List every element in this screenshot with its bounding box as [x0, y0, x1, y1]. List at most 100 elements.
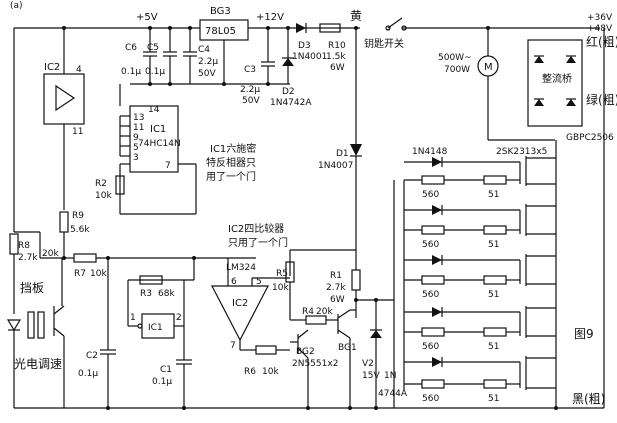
d2-part: 1N4742A: [270, 98, 312, 108]
label-red: 红(粗): [586, 34, 617, 49]
d2-name: D2: [282, 87, 295, 97]
ic2-note-2: 只用了一个门: [228, 236, 288, 249]
ic1-pin13: 13: [133, 113, 144, 123]
zener-d2: [282, 28, 294, 84]
diode-d3: [296, 23, 307, 33]
key-switch: [385, 17, 407, 31]
bg1-name: BG1: [338, 343, 357, 353]
d3-part: 1N4001: [292, 52, 327, 62]
label-36v: +36V: [587, 13, 613, 23]
ic1-pin11: 11: [133, 123, 144, 133]
c4-name: C4: [198, 45, 210, 55]
gate-r-560-2: 560: [422, 240, 439, 250]
c3-val1: 2.2μ: [240, 85, 260, 95]
ic1-pin14: 14: [148, 105, 160, 115]
bridge-part: GBPC2506: [566, 133, 614, 143]
r7-name: R7: [74, 269, 86, 279]
d3-name: D3: [298, 41, 311, 51]
d1-part: 1N4007: [318, 161, 353, 171]
ic2-note-1: IC2四比较器: [228, 222, 284, 235]
op-name: IC2: [232, 298, 248, 309]
r4-name: R4: [302, 307, 314, 317]
c2-name: C2: [86, 351, 98, 361]
mosfet-bank: [393, 140, 557, 408]
ic2-opto: [43, 28, 85, 210]
c6-name: C6: [125, 43, 137, 53]
motor-symbol: M: [484, 62, 493, 73]
c1-name: C1: [160, 365, 172, 375]
bg2-name: BG2: [296, 347, 315, 357]
photo-label: 光电调速: [14, 357, 62, 371]
ic1-pin7: 7: [165, 161, 171, 171]
r20k-a: 20k: [42, 249, 59, 259]
c2-val: 0.1μ: [78, 369, 98, 379]
r7-val: 10k: [90, 269, 107, 279]
bridge-rectifier: [527, 39, 583, 127]
op-pin6: 6: [231, 277, 237, 287]
r2-name: R2: [95, 179, 107, 189]
label-48v: +48V: [587, 24, 613, 34]
resistor-r10: [319, 23, 341, 33]
mosfet-part-label: 2SK2313x5: [496, 147, 547, 157]
r3-val: 68k: [158, 289, 175, 299]
input-network: [6, 211, 256, 408]
r10-val1: 1.5k: [326, 52, 346, 62]
zener-part-1: 1N: [384, 371, 396, 381]
c6-val: 0.1μ: [121, 67, 141, 77]
label-5v: +5V: [136, 12, 158, 23]
ic1-note-3: 用了一个门: [206, 170, 256, 183]
r1-val2: 6W: [330, 295, 345, 305]
ic1-note-2: 特反相器只: [206, 156, 256, 169]
c3-val2: 50V: [242, 96, 260, 106]
r4-val: 20k: [316, 307, 333, 317]
figure-number: 图9: [574, 327, 594, 341]
driver-stage: [285, 249, 394, 408]
regulator-bg3: [130, 19, 290, 85]
comparator-ic2: [211, 258, 290, 355]
ic1-gate: [127, 258, 195, 408]
r3-name: R3: [140, 289, 152, 299]
zener-part-2: 4744A: [378, 389, 408, 399]
gate-r-560-3: 560: [422, 290, 439, 300]
c4-val1: 2.2μ: [198, 57, 218, 67]
gate-pin1: 1: [130, 313, 136, 323]
r1-name: R1: [330, 271, 342, 281]
c5-name: C5: [147, 43, 159, 53]
bg3-name: BG3: [210, 6, 231, 17]
c1-val: 0.1μ: [152, 377, 172, 387]
ic2-pin-top: 4: [76, 65, 82, 75]
figure-tag: (a): [10, 1, 23, 11]
r8-name: R8: [18, 241, 30, 251]
v2-name: V2: [362, 359, 374, 369]
ic1-pin9: 9: [133, 133, 139, 143]
bg2-part: 2N5551x2: [292, 359, 338, 369]
diode-part-label: 1N4148: [412, 147, 448, 157]
ic1-pin3: 3: [133, 153, 139, 163]
v2-val: 15V: [362, 371, 380, 381]
gate-r-560-4: 560: [422, 342, 439, 352]
c4-val2: 50V: [198, 69, 216, 79]
gate-r-51-5: 51: [488, 394, 499, 404]
gate-r-560-1: 560: [422, 190, 439, 200]
key-switch-label: 钥匙开关: [364, 37, 404, 50]
gate-r-560-5: 560: [422, 394, 439, 404]
d1-name: D1: [336, 149, 349, 159]
r9-val: 5.6k: [70, 225, 90, 235]
r1-val1: 2.7k: [326, 283, 346, 293]
c5-val: 0.1μ: [145, 67, 165, 77]
r5-name: R5: [276, 269, 288, 279]
label-green: 绿(粗): [586, 92, 617, 107]
motor: [477, 28, 555, 141]
gate-r-51-2: 51: [488, 240, 499, 250]
ic2-opto-name: IC2: [44, 62, 60, 73]
label-yellow: 黄: [350, 9, 362, 23]
op-pin7: 7: [230, 341, 236, 351]
baffle-label: 挡板: [20, 281, 44, 295]
r10-val2: 6W: [330, 63, 345, 73]
motor-power2: 700W: [444, 65, 470, 75]
gate-r-51-3: 51: [488, 290, 499, 300]
r9-name: R9: [72, 211, 84, 221]
r10-name: R10: [328, 41, 346, 51]
ic1-note-1: IC1六施密: [210, 142, 256, 155]
label-black: 黑(粗): [572, 392, 605, 406]
